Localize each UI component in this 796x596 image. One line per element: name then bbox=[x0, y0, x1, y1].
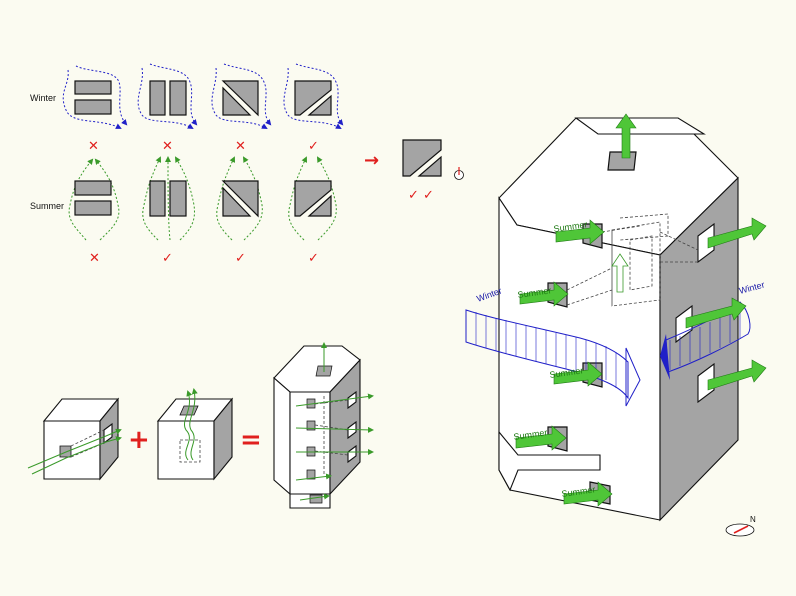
winter-row-label: Winter bbox=[30, 93, 56, 103]
winter-air-band bbox=[465, 301, 751, 407]
summer-side-arrow-2 bbox=[685, 297, 747, 329]
north-arrow-icon bbox=[454, 167, 464, 180]
winter-4-check-icon: ✓ bbox=[308, 139, 319, 154]
summer-label-5: Summer bbox=[561, 484, 596, 499]
summer-label-3: Summer bbox=[549, 365, 584, 380]
winter-option-4 bbox=[283, 63, 344, 129]
cube-stack-ventilation bbox=[156, 388, 234, 481]
winter-option-2 bbox=[137, 63, 198, 130]
result-arrow-icon: → bbox=[364, 150, 379, 171]
summer-label-4: Summer bbox=[513, 427, 548, 442]
summer-label-1: Summer bbox=[553, 219, 588, 234]
summer-3-check-icon: ✓ bbox=[235, 251, 246, 266]
chosen-check-icon-1: ✓ bbox=[408, 188, 419, 203]
summer-option-1 bbox=[68, 158, 120, 241]
north-label: N bbox=[750, 515, 756, 524]
winter-label-right: Winter bbox=[738, 280, 766, 296]
summer-arrow-3 bbox=[553, 361, 603, 387]
summer-option-2 bbox=[142, 156, 195, 241]
summer-row-label: Summer bbox=[30, 201, 64, 211]
winter-option-3 bbox=[211, 63, 272, 129]
summer-option-3 bbox=[216, 156, 263, 241]
summer-2-check-icon: ✓ bbox=[162, 251, 173, 266]
winter-option-1 bbox=[62, 65, 128, 129]
summer-arrow-4 bbox=[515, 425, 567, 451]
summer-arrow-5 bbox=[563, 481, 613, 507]
summer-arrow-2 bbox=[519, 281, 569, 307]
summer-side-arrow-1 bbox=[707, 217, 767, 249]
summer-arrow-1 bbox=[555, 219, 605, 245]
winter-2-cross-icon: ✕ bbox=[162, 139, 173, 154]
winter-3-cross-icon: ✕ bbox=[235, 139, 246, 154]
summer-label-2: Summer bbox=[517, 285, 552, 300]
cube-cross-ventilation bbox=[27, 397, 122, 481]
summer-1-cross-icon: ✕ bbox=[89, 251, 100, 266]
equals-icon: = bbox=[240, 425, 262, 455]
summer-side-arrow-3 bbox=[707, 359, 767, 391]
winter-1-cross-icon: ✕ bbox=[88, 139, 99, 154]
summer-4-check-icon: ✓ bbox=[308, 251, 319, 266]
summer-roof-arrow bbox=[615, 113, 637, 159]
chosen-check-icon-2: ✓ bbox=[423, 188, 434, 203]
small-building bbox=[273, 342, 374, 509]
plus-icon: + bbox=[128, 425, 150, 455]
summer-option-4 bbox=[288, 156, 337, 241]
chosen-plan bbox=[402, 139, 442, 177]
summer-inner-up-arrow bbox=[611, 253, 629, 293]
compass-icon bbox=[725, 523, 755, 537]
